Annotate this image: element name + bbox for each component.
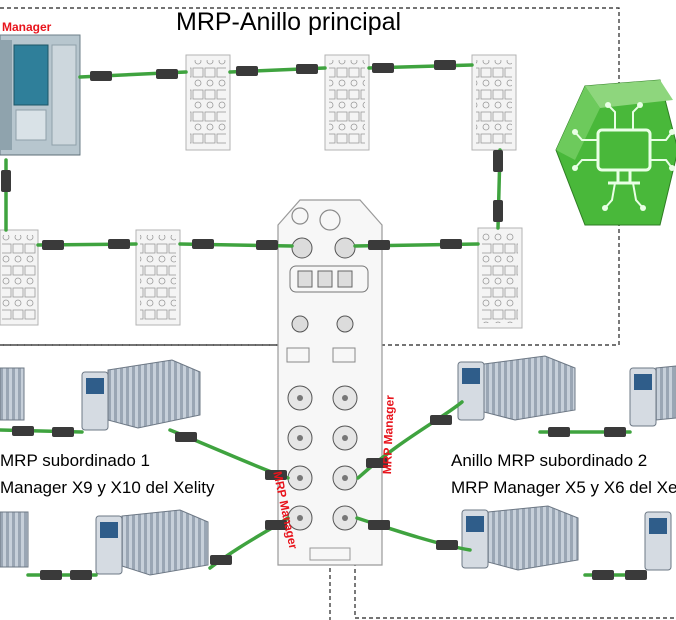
io-module-top-1 xyxy=(185,54,231,151)
diagram-title: MRP-Anillo principal xyxy=(176,8,402,36)
drive-sub2-bottom-right xyxy=(644,511,672,571)
drive-sub1-top-left xyxy=(0,367,25,421)
xelity-switch xyxy=(277,199,383,566)
mrp-manager-label-right: MRP Manager xyxy=(380,394,397,475)
sub-ring-2-manager-note: MRP Manager X5 y X6 del Xe xyxy=(451,478,676,497)
cable-connectors xyxy=(1,60,647,580)
sub-ring-1-title: MRP subordinado 1 xyxy=(0,451,150,470)
sub-ring-2-title: Anillo MRP subordinado 2 xyxy=(451,451,648,470)
io-module-top-2 xyxy=(324,54,370,151)
drive-sub1-top-right xyxy=(81,359,201,431)
plc-controller xyxy=(0,34,81,156)
io-module-mid-right xyxy=(477,227,523,329)
io-module-top-3 xyxy=(471,54,517,151)
io-module-mid-left-2 xyxy=(135,229,181,326)
io-module-mid-left-1 xyxy=(0,229,39,326)
drive-sub2-top-right xyxy=(629,365,676,427)
plc-manager-label: Manager xyxy=(2,20,52,34)
drive-sub1-bottom-left xyxy=(0,511,29,568)
drive-sub2-bottom-left xyxy=(461,505,579,571)
sub-ring-1-manager-note: Manager X9 y X10 del Xelity xyxy=(0,478,215,497)
drive-sub2-top-left xyxy=(457,355,576,421)
network-device-hexagon-icon xyxy=(555,79,676,226)
drive-sub1-bottom-right xyxy=(95,509,209,576)
